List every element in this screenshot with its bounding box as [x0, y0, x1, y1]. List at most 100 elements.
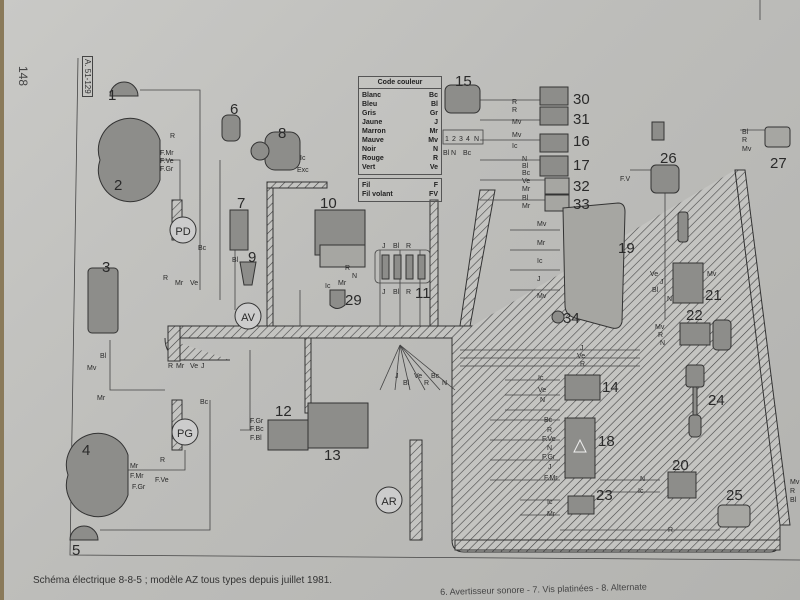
- component-7-points: [229, 209, 249, 251]
- wire-label: Mv: [707, 271, 717, 278]
- node-av: [234, 302, 262, 330]
- label-32: 32: [573, 178, 590, 195]
- figure-caption: Schéma électrique 8-8-5 ; modèle AZ tous…: [33, 575, 333, 586]
- wire-label: R: [424, 380, 429, 387]
- wire-label: Mv: [790, 479, 800, 486]
- node-ar-label: AR: [381, 496, 396, 508]
- wire-label: J: [537, 276, 541, 283]
- component-17: [539, 155, 569, 177]
- wire-label: Ic: [538, 375, 544, 382]
- wire-label: Mr: [522, 203, 531, 210]
- component-24: [685, 364, 705, 388]
- wire-label: Ic: [547, 499, 553, 506]
- legend-code: Ve: [429, 164, 438, 171]
- wire-label: R: [160, 457, 165, 464]
- legend-code: F: [433, 182, 438, 189]
- wire-label: R: [658, 332, 663, 339]
- wire-label: F.Mr: [130, 473, 144, 480]
- wire-label: R: [512, 107, 517, 114]
- legend-code: Bl: [431, 101, 438, 108]
- wire-label: Ve: [538, 387, 546, 394]
- harness-alternator: [266, 181, 274, 327]
- wire-label: R: [406, 243, 411, 250]
- legend-code: N: [432, 146, 438, 153]
- wire-label: Mr: [338, 280, 347, 287]
- wire-label: 3: [459, 136, 463, 143]
- wire-label: Bc: [200, 399, 209, 406]
- label-30: 30: [573, 91, 590, 108]
- legend-code: Mr: [429, 128, 438, 135]
- wire-label: Ic: [300, 155, 306, 162]
- wire-label: Ic: [325, 283, 331, 290]
- wire-label: Bl: [522, 195, 529, 202]
- component-1-side-lamp: [109, 81, 139, 97]
- wire-label: F.Ve: [160, 158, 174, 165]
- label-8: 8: [278, 125, 286, 142]
- wire-label: Bl: [522, 163, 529, 170]
- label-6: 6: [230, 101, 238, 118]
- wire-label: J: [382, 289, 386, 296]
- wire-label: F.Bl: [250, 435, 262, 442]
- component-5-side-lamp: [69, 525, 99, 541]
- node-av-label: AV: [241, 312, 256, 324]
- wire-label: R: [580, 361, 585, 368]
- wire-label: Bc: [544, 417, 553, 424]
- label-1: 1: [108, 87, 116, 104]
- label-10: 10: [320, 195, 337, 212]
- wire-label: Bc: [463, 150, 472, 157]
- wire-label: Ve: [577, 353, 585, 360]
- wire-label: Mr: [537, 240, 546, 247]
- wire-label: N: [352, 273, 357, 280]
- component-20: [667, 471, 697, 499]
- wire-label: R: [742, 137, 747, 144]
- wire-label: F.Gr: [542, 454, 556, 461]
- wire-label: Ve: [650, 271, 658, 278]
- component-25: [717, 504, 751, 528]
- wire-label: N: [547, 445, 552, 452]
- legend-name: Mauve: [362, 137, 384, 144]
- legend-code: J: [434, 119, 438, 126]
- wire-label: Mv: [512, 132, 522, 139]
- page-edge: [0, 0, 4, 600]
- component-11-fusebox: [374, 249, 431, 284]
- component-31: [539, 106, 569, 126]
- wire-label: F.Ve: [155, 477, 169, 484]
- wire-label: R: [668, 527, 673, 534]
- label-17: 17: [573, 157, 590, 174]
- wire-label: R: [170, 133, 175, 140]
- wire-label: J: [395, 373, 399, 380]
- wire-label: Ve: [414, 373, 422, 380]
- legend-name: Fil volant: [362, 191, 393, 198]
- label-13: 13: [324, 447, 341, 464]
- legend-code: Bc: [429, 92, 438, 99]
- label-31: 31: [573, 111, 590, 128]
- label-19: 19: [618, 240, 635, 257]
- node-pg-label: PG: [177, 428, 193, 440]
- label-33: 33: [573, 196, 590, 213]
- component-26: [650, 164, 680, 194]
- wire-label: N: [540, 397, 545, 404]
- wire-label: N: [442, 380, 447, 387]
- wire-label: Mr: [97, 395, 106, 402]
- label-25: 25: [726, 487, 743, 504]
- label-11: 11: [415, 285, 431, 302]
- wire-label: R: [406, 289, 411, 296]
- wire-label: Bl: [790, 497, 797, 504]
- wire-label: Mr: [176, 363, 185, 370]
- component-32: [544, 177, 570, 195]
- legend-name: Rouge: [362, 155, 384, 162]
- wire-label: 1: [445, 136, 449, 143]
- wire-label: R: [345, 265, 350, 272]
- legend-code: R: [432, 155, 438, 162]
- label-5: 5: [72, 542, 80, 559]
- component-19-instrument-panel: [562, 202, 626, 329]
- wire-label: J: [660, 279, 664, 286]
- component-12: [267, 419, 309, 451]
- wire-label: N: [451, 150, 456, 157]
